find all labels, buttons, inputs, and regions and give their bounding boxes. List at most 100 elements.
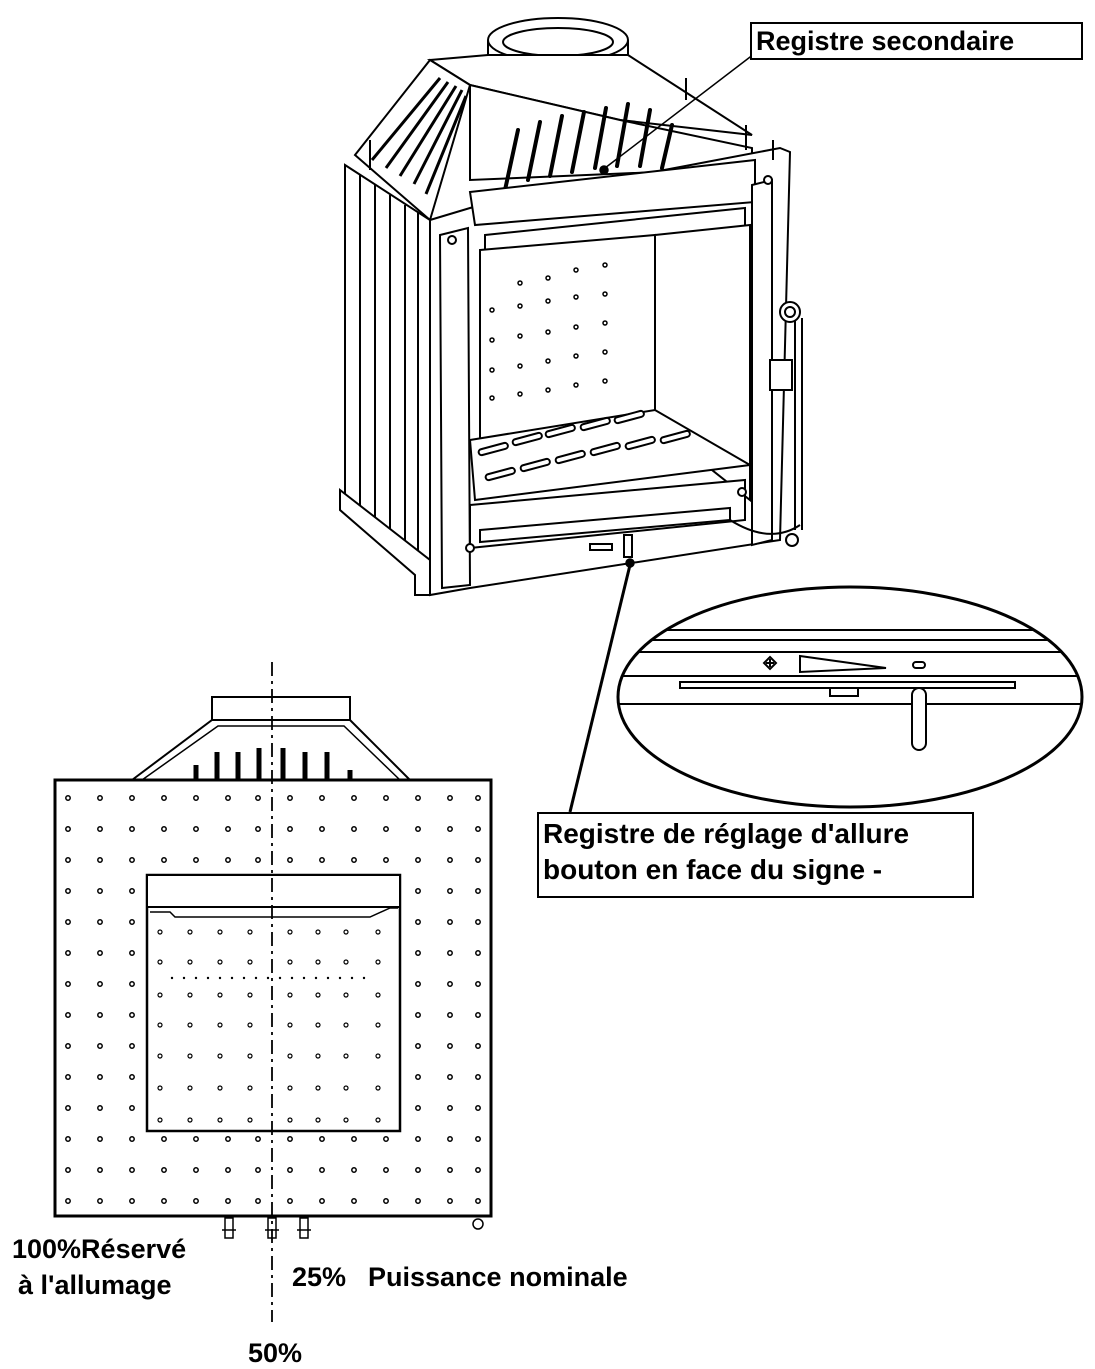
label-registre-secondaire: Registre secondaire	[750, 22, 1083, 60]
hole	[225, 795, 231, 801]
hole	[475, 950, 481, 956]
hole	[65, 1167, 71, 1173]
hood-left-fins	[370, 77, 468, 195]
window-hole	[315, 1053, 321, 1059]
hole	[129, 1198, 135, 1204]
label-reglage-line2: bouton en face du signe -	[543, 854, 883, 886]
window-hole	[287, 1022, 293, 1028]
window-small-dot	[362, 976, 366, 980]
window-hole	[187, 1053, 193, 1059]
plus-symbol	[762, 655, 778, 671]
label-reglage-line1: Registre de réglage d'allure	[543, 818, 910, 849]
window-hole	[157, 1022, 163, 1028]
window-small-dot	[242, 976, 246, 980]
window-hole	[247, 1117, 253, 1123]
hole	[287, 1136, 293, 1142]
front-window-top-bar	[146, 874, 401, 908]
hole	[415, 950, 421, 956]
window-hole	[217, 929, 223, 935]
window-hole	[247, 1022, 253, 1028]
hole	[319, 795, 325, 801]
hole	[65, 981, 71, 987]
hole	[161, 1136, 167, 1142]
label-100-percent: 100%Réservé	[12, 1234, 187, 1264]
insert-isometric-view	[339, 17, 803, 597]
hole	[129, 1074, 135, 1080]
window-hole	[287, 992, 293, 998]
hole	[287, 1167, 293, 1173]
hole	[225, 1198, 231, 1204]
hole	[351, 1167, 357, 1173]
window-small-dot	[170, 976, 174, 980]
hole	[65, 857, 71, 863]
back-wall-holes	[489, 262, 608, 401]
window-small-dot	[314, 976, 318, 980]
label-25-percent: 25%	[292, 1262, 347, 1292]
hole	[415, 857, 421, 863]
window-hole	[187, 1117, 193, 1123]
window-small-dot	[206, 976, 210, 980]
hole	[475, 1012, 481, 1018]
hole	[65, 826, 71, 832]
hole	[447, 950, 453, 956]
hole	[475, 857, 481, 863]
hole	[447, 1105, 453, 1111]
window-hole	[375, 959, 381, 965]
hole	[475, 1043, 481, 1049]
window-holes	[157, 929, 381, 1123]
hole	[351, 795, 357, 801]
front-face-holes	[65, 795, 481, 1204]
hole	[319, 1136, 325, 1142]
window-small-dot	[350, 976, 354, 980]
hole	[129, 1136, 135, 1142]
window-hole	[217, 959, 223, 965]
window-hole	[343, 1117, 349, 1123]
hole	[351, 1198, 357, 1204]
window-small-dot	[194, 976, 198, 980]
hole	[475, 981, 481, 987]
hole	[97, 795, 103, 801]
hole	[129, 919, 135, 925]
hole	[415, 795, 421, 801]
minus-symbol	[912, 661, 926, 669]
detail-zoom	[616, 585, 1084, 809]
window-hole	[217, 992, 223, 998]
hole	[97, 1167, 103, 1173]
window-hole	[187, 929, 193, 935]
leader-reglage	[568, 558, 635, 813]
window-hole	[375, 1022, 381, 1028]
hole	[193, 1136, 199, 1142]
hole	[415, 1074, 421, 1080]
window-hole	[287, 1117, 293, 1123]
hole	[475, 1074, 481, 1080]
hole	[351, 857, 357, 863]
hole	[447, 1136, 453, 1142]
hole	[129, 826, 135, 832]
window-hole	[343, 992, 349, 998]
hole	[225, 857, 231, 863]
window-hole	[315, 929, 321, 935]
window-hole	[247, 959, 253, 965]
hole	[447, 1167, 453, 1173]
hole	[415, 1043, 421, 1049]
hole	[447, 1012, 453, 1018]
hole	[383, 826, 389, 832]
hole	[129, 950, 135, 956]
window-hole	[287, 929, 293, 935]
window-small-dot	[182, 976, 186, 980]
hole	[287, 1198, 293, 1204]
hole	[383, 1136, 389, 1142]
leader-secondaire	[599, 53, 755, 175]
window-hole	[157, 1053, 163, 1059]
window-hole	[217, 1053, 223, 1059]
window-small-dot	[302, 976, 306, 980]
hole	[65, 919, 71, 925]
window-hole	[375, 1053, 381, 1059]
window-hole	[157, 1117, 163, 1123]
hole	[475, 919, 481, 925]
hole	[447, 1074, 453, 1080]
hole	[255, 857, 261, 863]
hole	[447, 826, 453, 832]
hole	[161, 1167, 167, 1173]
hole	[129, 1012, 135, 1018]
